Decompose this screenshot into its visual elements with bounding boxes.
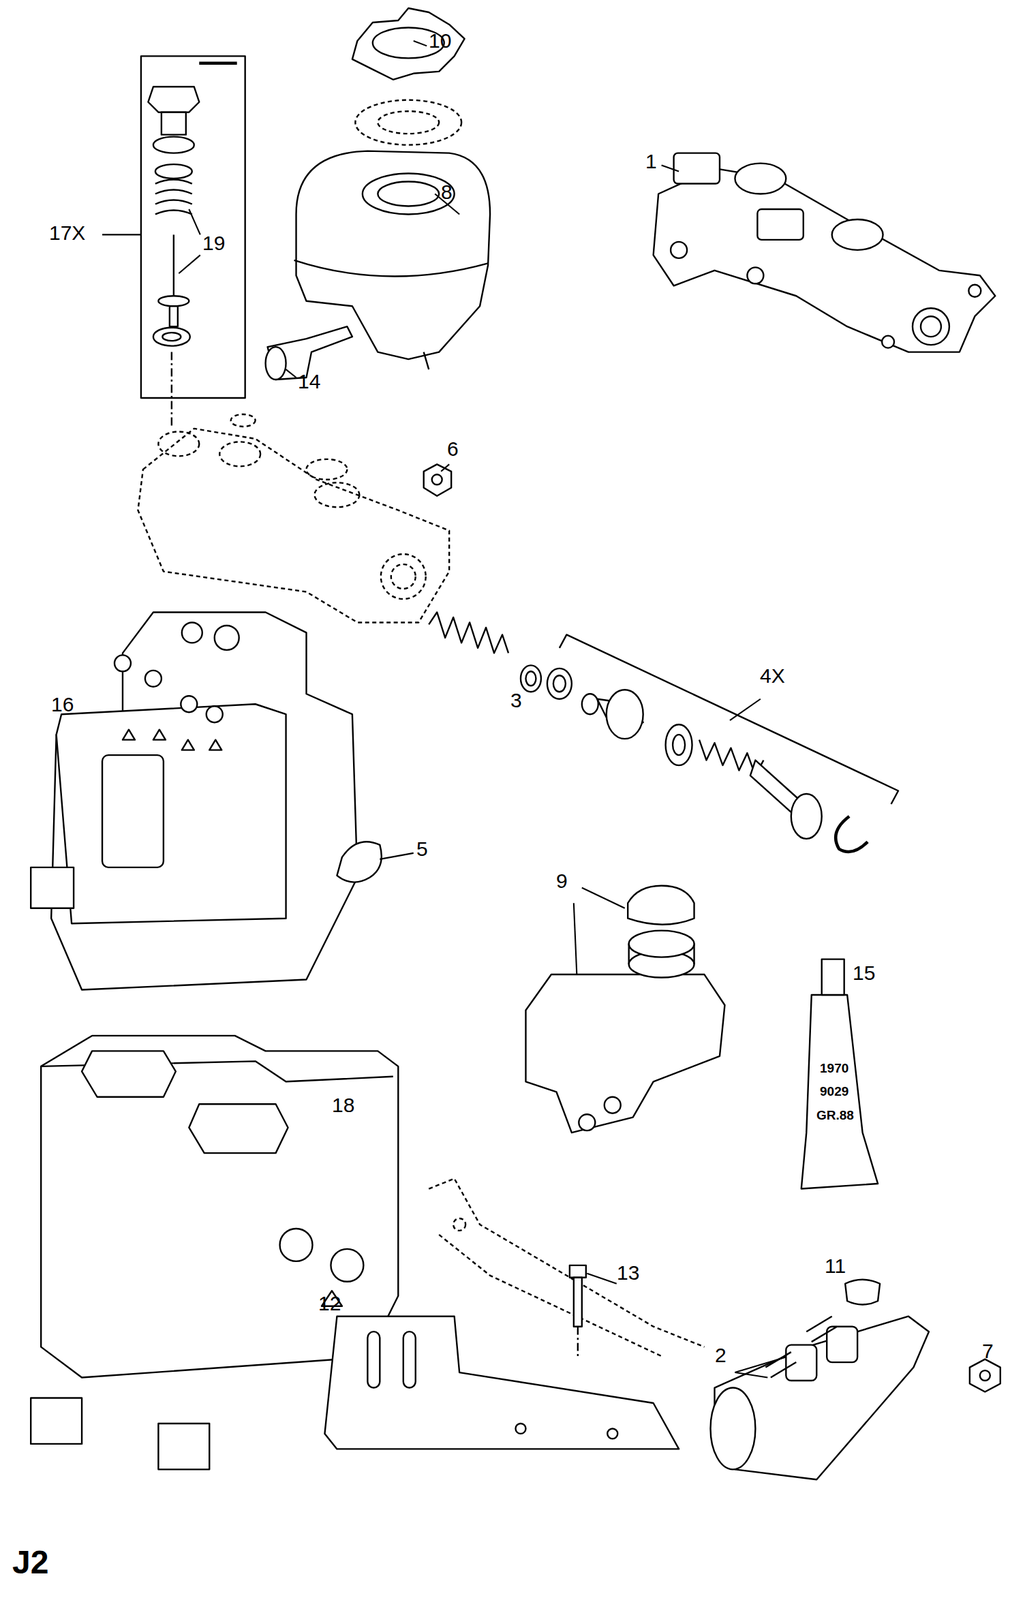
tube-print: GR.88 [816, 1108, 854, 1122]
figure-code: J2 [12, 1546, 49, 1580]
tube-print: 9029 [819, 1084, 849, 1098]
reservoir-cap [352, 8, 465, 80]
nut [969, 1359, 1001, 1393]
callout-number: 16 [51, 694, 74, 715]
callout-number: 7 [982, 1341, 994, 1362]
callout-number: 6 [447, 438, 459, 460]
callout-number: 14 [297, 371, 321, 392]
callout-number: 17X [49, 222, 86, 244]
nut [423, 464, 452, 496]
master-cylinder [653, 168, 996, 353]
abs-hydraulic-unit [51, 612, 358, 990]
callout-number: 18 [331, 1095, 355, 1116]
reservoir-cap [627, 885, 694, 925]
callout-number: 2 [714, 1345, 727, 1366]
callout-number: 4X [759, 665, 786, 687]
tube-print: 1970 [819, 1061, 849, 1075]
callout-number: 5 [416, 838, 428, 860]
callout-number: 8 [440, 181, 453, 203]
callout-number: 3 [510, 690, 523, 711]
fluid-reservoir [525, 974, 725, 1133]
callout-number: 9 [556, 870, 568, 892]
fluid-reservoir [296, 151, 491, 360]
callout-number: 13 [616, 1262, 640, 1284]
callout-number: 10 [428, 30, 452, 52]
callout-number: 11 [824, 1256, 846, 1277]
grease-tube [801, 995, 878, 1190]
kit-frame [141, 55, 246, 399]
mounting-bracket [324, 1316, 679, 1450]
callout-number: 15 [852, 962, 876, 984]
callout-number: 12 [318, 1293, 341, 1314]
callout-number: 19 [202, 233, 225, 254]
callout-number: 1 [645, 151, 657, 172]
